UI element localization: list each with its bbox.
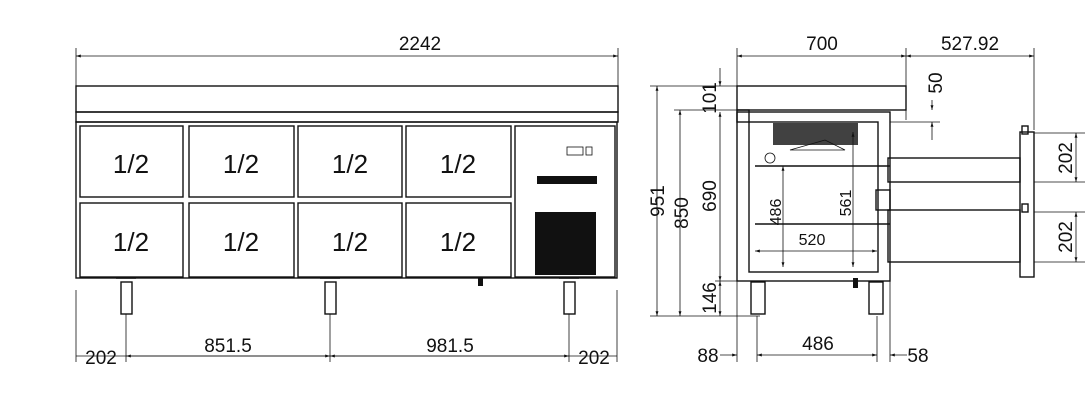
dim-label: 88 (697, 346, 718, 367)
drawer-label: 1/2 (440, 149, 476, 179)
extended-drawers (887, 125, 1035, 278)
dim-label: 202 (578, 348, 610, 369)
condenser-icon (773, 123, 858, 145)
inner-height-label: 561 (838, 190, 855, 217)
drawer (188, 125, 295, 198)
dim-label: 851.5 (204, 336, 252, 357)
hinge-icon (875, 189, 891, 211)
drawer-height-label: 202 (1056, 221, 1077, 253)
drawer (188, 202, 295, 278)
dim-label: 202 (85, 348, 117, 369)
drawer (297, 125, 403, 198)
overall-width-label: 2242 (399, 34, 441, 55)
drawer-label: 1/2 (113, 149, 149, 179)
body-height-label: 690 (700, 180, 721, 212)
drawer-label: 1/2 (332, 227, 368, 257)
total-height-label: 951 (648, 185, 669, 217)
drawer (79, 202, 184, 278)
button-icon (585, 146, 593, 156)
drawer-label: 1/2 (223, 227, 259, 257)
counter-height-label: 850 (672, 197, 693, 229)
drawer-label: 1/2 (332, 149, 368, 179)
dim-label: 486 (802, 334, 834, 355)
dim-label: 981.5 (426, 336, 474, 357)
drawer (405, 125, 512, 198)
backsplash (75, 85, 619, 113)
vent-grille (535, 212, 596, 275)
side-backsplash (736, 85, 907, 111)
display-icon (566, 146, 584, 156)
front-view: 2242 1/2 1/2 1/2 1/2 1/2 1/2 1/2 1/2 (75, 34, 619, 369)
side-legs (750, 278, 884, 315)
drawers: 1/2 1/2 1/2 1/2 1/2 1/2 1/2 1/2 (79, 125, 512, 278)
worktop (75, 111, 619, 123)
control-panel (514, 125, 616, 278)
dim-label: 58 (907, 346, 928, 367)
backsplash-height-label: 101 (700, 82, 721, 114)
grille-strip (537, 176, 597, 184)
drawer (297, 202, 403, 278)
leg-height-label: 146 (700, 282, 721, 314)
drawer-label: 1/2 (223, 149, 259, 179)
depth-label: 700 (806, 34, 838, 55)
drawer-label: 1/2 (113, 227, 149, 257)
inner-depth-label: 520 (799, 232, 826, 249)
extension-label: 527.92 (941, 34, 999, 55)
drawer-height-label: 202 (1056, 142, 1077, 174)
drawer-label: 1/2 (440, 227, 476, 257)
inner-height-label: 486 (768, 199, 785, 226)
side-view: 700 527.92 520 486 561 (648, 34, 1085, 367)
cabinet-body (75, 121, 618, 279)
drawer (79, 125, 184, 198)
legs (116, 277, 579, 315)
drawer (405, 202, 512, 278)
offset-label: 50 (926, 72, 947, 93)
